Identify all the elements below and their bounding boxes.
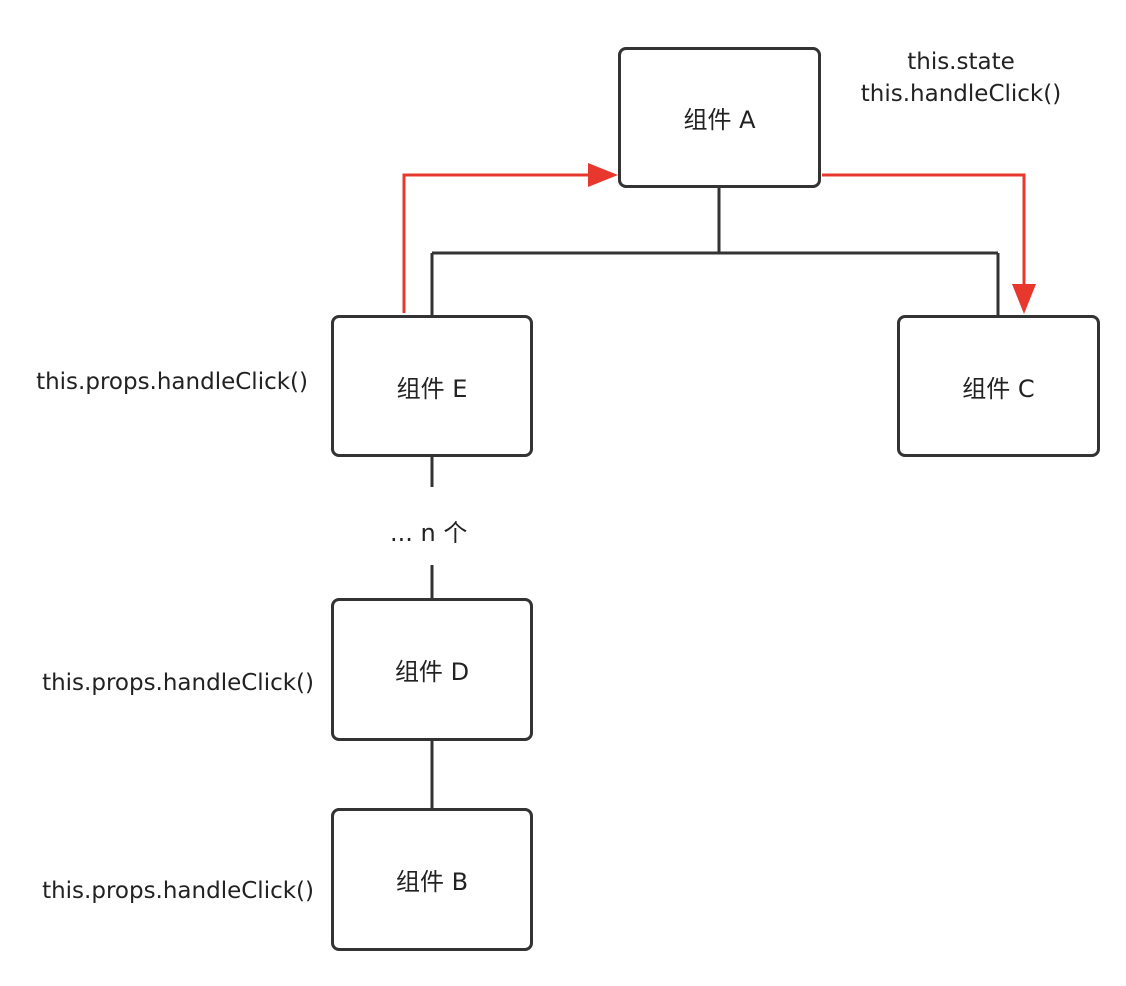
node-component-a: 组件 A [618, 47, 821, 188]
node-component-d: 组件 D [331, 598, 533, 741]
tree-connectors [430, 188, 1000, 808]
node-component-e: 组件 E [331, 315, 533, 457]
node-component-b-label: 组件 B [395, 868, 469, 896]
component-a-annotation: this.state this.handleClick() [846, 46, 1076, 110]
node-component-c-label: 组件 C [962, 374, 1035, 403]
arrowhead-e-to-a [588, 163, 618, 187]
node-component-b: 组件 B [331, 808, 533, 951]
node-component-d-label: 组件 D [394, 658, 470, 686]
arrow-e-to-a [402, 173, 612, 313]
component-b-annotation: this.props.handleClick() [42, 878, 314, 904]
arrowhead-a-to-c [1012, 284, 1036, 314]
data-flow-arrows [402, 163, 1036, 314]
state-label: this.state [907, 49, 1015, 75]
node-component-e-label: 组件 E [396, 374, 468, 403]
arrow-a-to-c [822, 173, 1026, 290]
more-components-label: ... n 个 [390, 519, 468, 547]
node-component-a-label: 组件 A [683, 106, 756, 134]
node-component-c: 组件 C [897, 315, 1100, 457]
handler-label: this.handleClick() [860, 81, 1062, 107]
component-d-annotation: this.props.handleClick() [42, 670, 314, 696]
component-e-annotation: this.props.handleClick() [36, 369, 308, 395]
